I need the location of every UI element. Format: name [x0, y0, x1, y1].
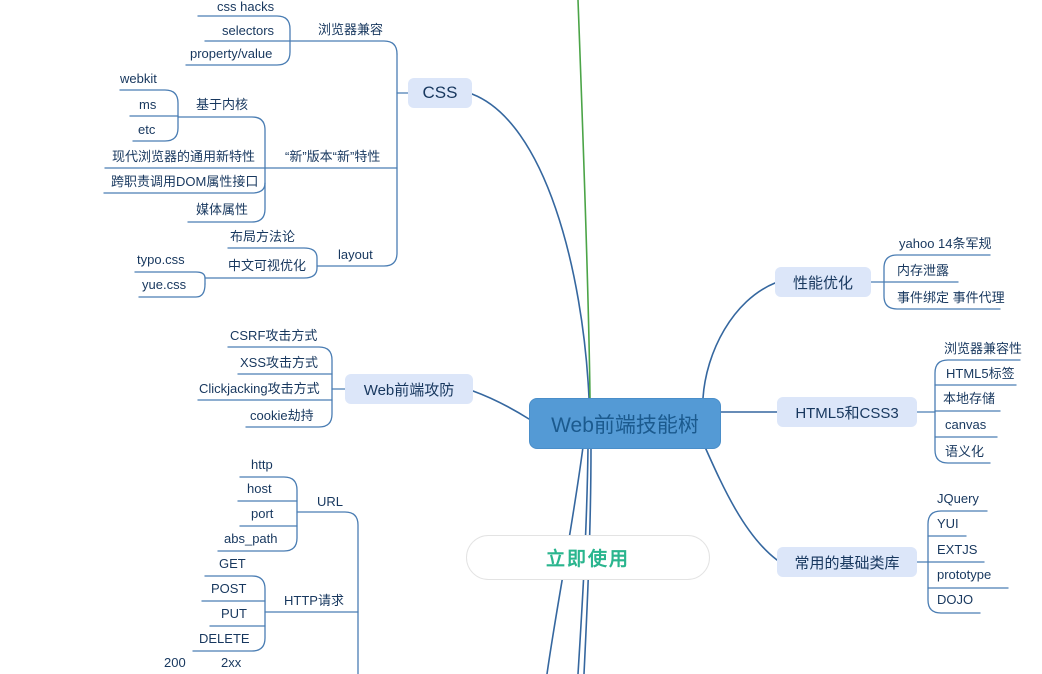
node-get[interactable]: GET	[219, 556, 246, 571]
link-url-spine	[296, 511, 359, 674]
node-cookie-hijack[interactable]: cookie劫持	[250, 408, 314, 423]
node-delete[interactable]: DELETE	[199, 631, 250, 646]
node-abs-path[interactable]: abs_path	[224, 531, 278, 546]
node-http-scheme[interactable]: http	[251, 457, 273, 472]
node-xss[interactable]: XSS攻击方式	[240, 355, 319, 370]
link-yue	[138, 283, 206, 298]
node-csshacks[interactable]: css hacks	[217, 0, 275, 14]
node-web-attack-defense[interactable]: Web前端攻防	[345, 374, 473, 404]
node-event-binding[interactable]: 事件绑定 事件代理	[897, 290, 1005, 305]
node-post[interactable]: POST	[211, 581, 247, 596]
node-canvas[interactable]: canvas	[945, 417, 987, 432]
node-css[interactable]: CSS	[408, 78, 472, 108]
node-html5-css3[interactable]: HTML5和CSS3	[777, 397, 917, 427]
node-browser-compat[interactable]: 浏览器兼容	[318, 22, 384, 37]
node-modern-features[interactable]: 现代浏览器的通用新特性	[112, 149, 256, 164]
link-kernel-spine	[177, 116, 266, 223]
node-status-200[interactable]: 200	[164, 655, 186, 670]
node-html5-tags[interactable]: HTML5标签	[946, 366, 1015, 381]
node-status-2xx[interactable]: 2xx	[221, 655, 242, 670]
link-attack-bracket	[227, 346, 333, 428]
node-semantic[interactable]: 语义化	[945, 444, 985, 459]
link-cross-dom-api	[103, 182, 266, 194]
node-local-storage[interactable]: 本地存储	[943, 391, 996, 406]
link-browser-compat	[289, 40, 398, 55]
node-jquery[interactable]: JQuery	[937, 491, 979, 506]
node-perf-opt[interactable]: 性能优化	[775, 267, 871, 297]
node-clickjacking[interactable]: Clickjacking攻击方式	[199, 381, 320, 396]
link-httpreq-bracket	[192, 575, 266, 652]
node-media-attrs[interactable]: 媒体属性	[196, 202, 249, 217]
root-node[interactable]: Web前端技能树	[529, 398, 721, 449]
node-webkit[interactable]: webkit	[120, 71, 157, 86]
node-host[interactable]: host	[247, 481, 272, 496]
node-yue-css[interactable]: yue.css	[142, 277, 187, 292]
node-port[interactable]: port	[251, 506, 274, 521]
node-prototype[interactable]: prototype	[937, 567, 992, 582]
link-perf-center	[702, 282, 776, 399]
node-memory-leak[interactable]: 内存泄露	[897, 263, 950, 278]
node-url[interactable]: URL	[317, 494, 344, 509]
node-extjs[interactable]: EXTJS	[937, 542, 978, 557]
node-layout[interactable]: layout	[338, 247, 373, 262]
node-cn-visual-opt[interactable]: 中文可视优化	[228, 258, 307, 273]
node-selectors[interactable]: selectors	[222, 23, 275, 38]
link-layout-bracket	[204, 247, 318, 279]
node-csrf[interactable]: CSRF攻击方式	[230, 328, 318, 343]
node-property-value[interactable]: property/value	[190, 46, 273, 61]
node-layout-method[interactable]: 布局方法论	[230, 229, 296, 244]
node-kernel[interactable]: 基于内核	[196, 97, 249, 112]
node-yahoo-rules[interactable]: yahoo 14条军规	[899, 236, 992, 251]
node-dojo[interactable]: DOJO	[937, 592, 974, 607]
use-now-button[interactable]: 立即使用	[466, 535, 710, 580]
node-typo-css[interactable]: typo.css	[137, 252, 185, 267]
node-put[interactable]: PUT	[221, 606, 247, 621]
link-attack-center	[472, 390, 530, 420]
node-cross-dom-api[interactable]: 跨职责调用DOM属性接口	[111, 174, 259, 189]
node-etc[interactable]: etc	[138, 122, 156, 137]
green-branch-line	[577, 0, 591, 399]
link-css-center	[471, 93, 590, 399]
link-libs-center	[704, 446, 778, 561]
node-browser-compatibility[interactable]: 浏览器兼容性	[944, 341, 1023, 356]
node-ms[interactable]: ms	[139, 97, 157, 112]
link-url-bracket	[217, 476, 298, 552]
node-yui[interactable]: YUI	[937, 516, 959, 531]
link-typo	[134, 271, 206, 285]
link-css-spine	[316, 53, 398, 267]
node-http-request[interactable]: HTTP请求	[284, 593, 344, 608]
node-new-version-features[interactable]: “新”版本“新”特性	[285, 149, 381, 164]
node-common-libs[interactable]: 常用的基础类库	[777, 547, 917, 577]
